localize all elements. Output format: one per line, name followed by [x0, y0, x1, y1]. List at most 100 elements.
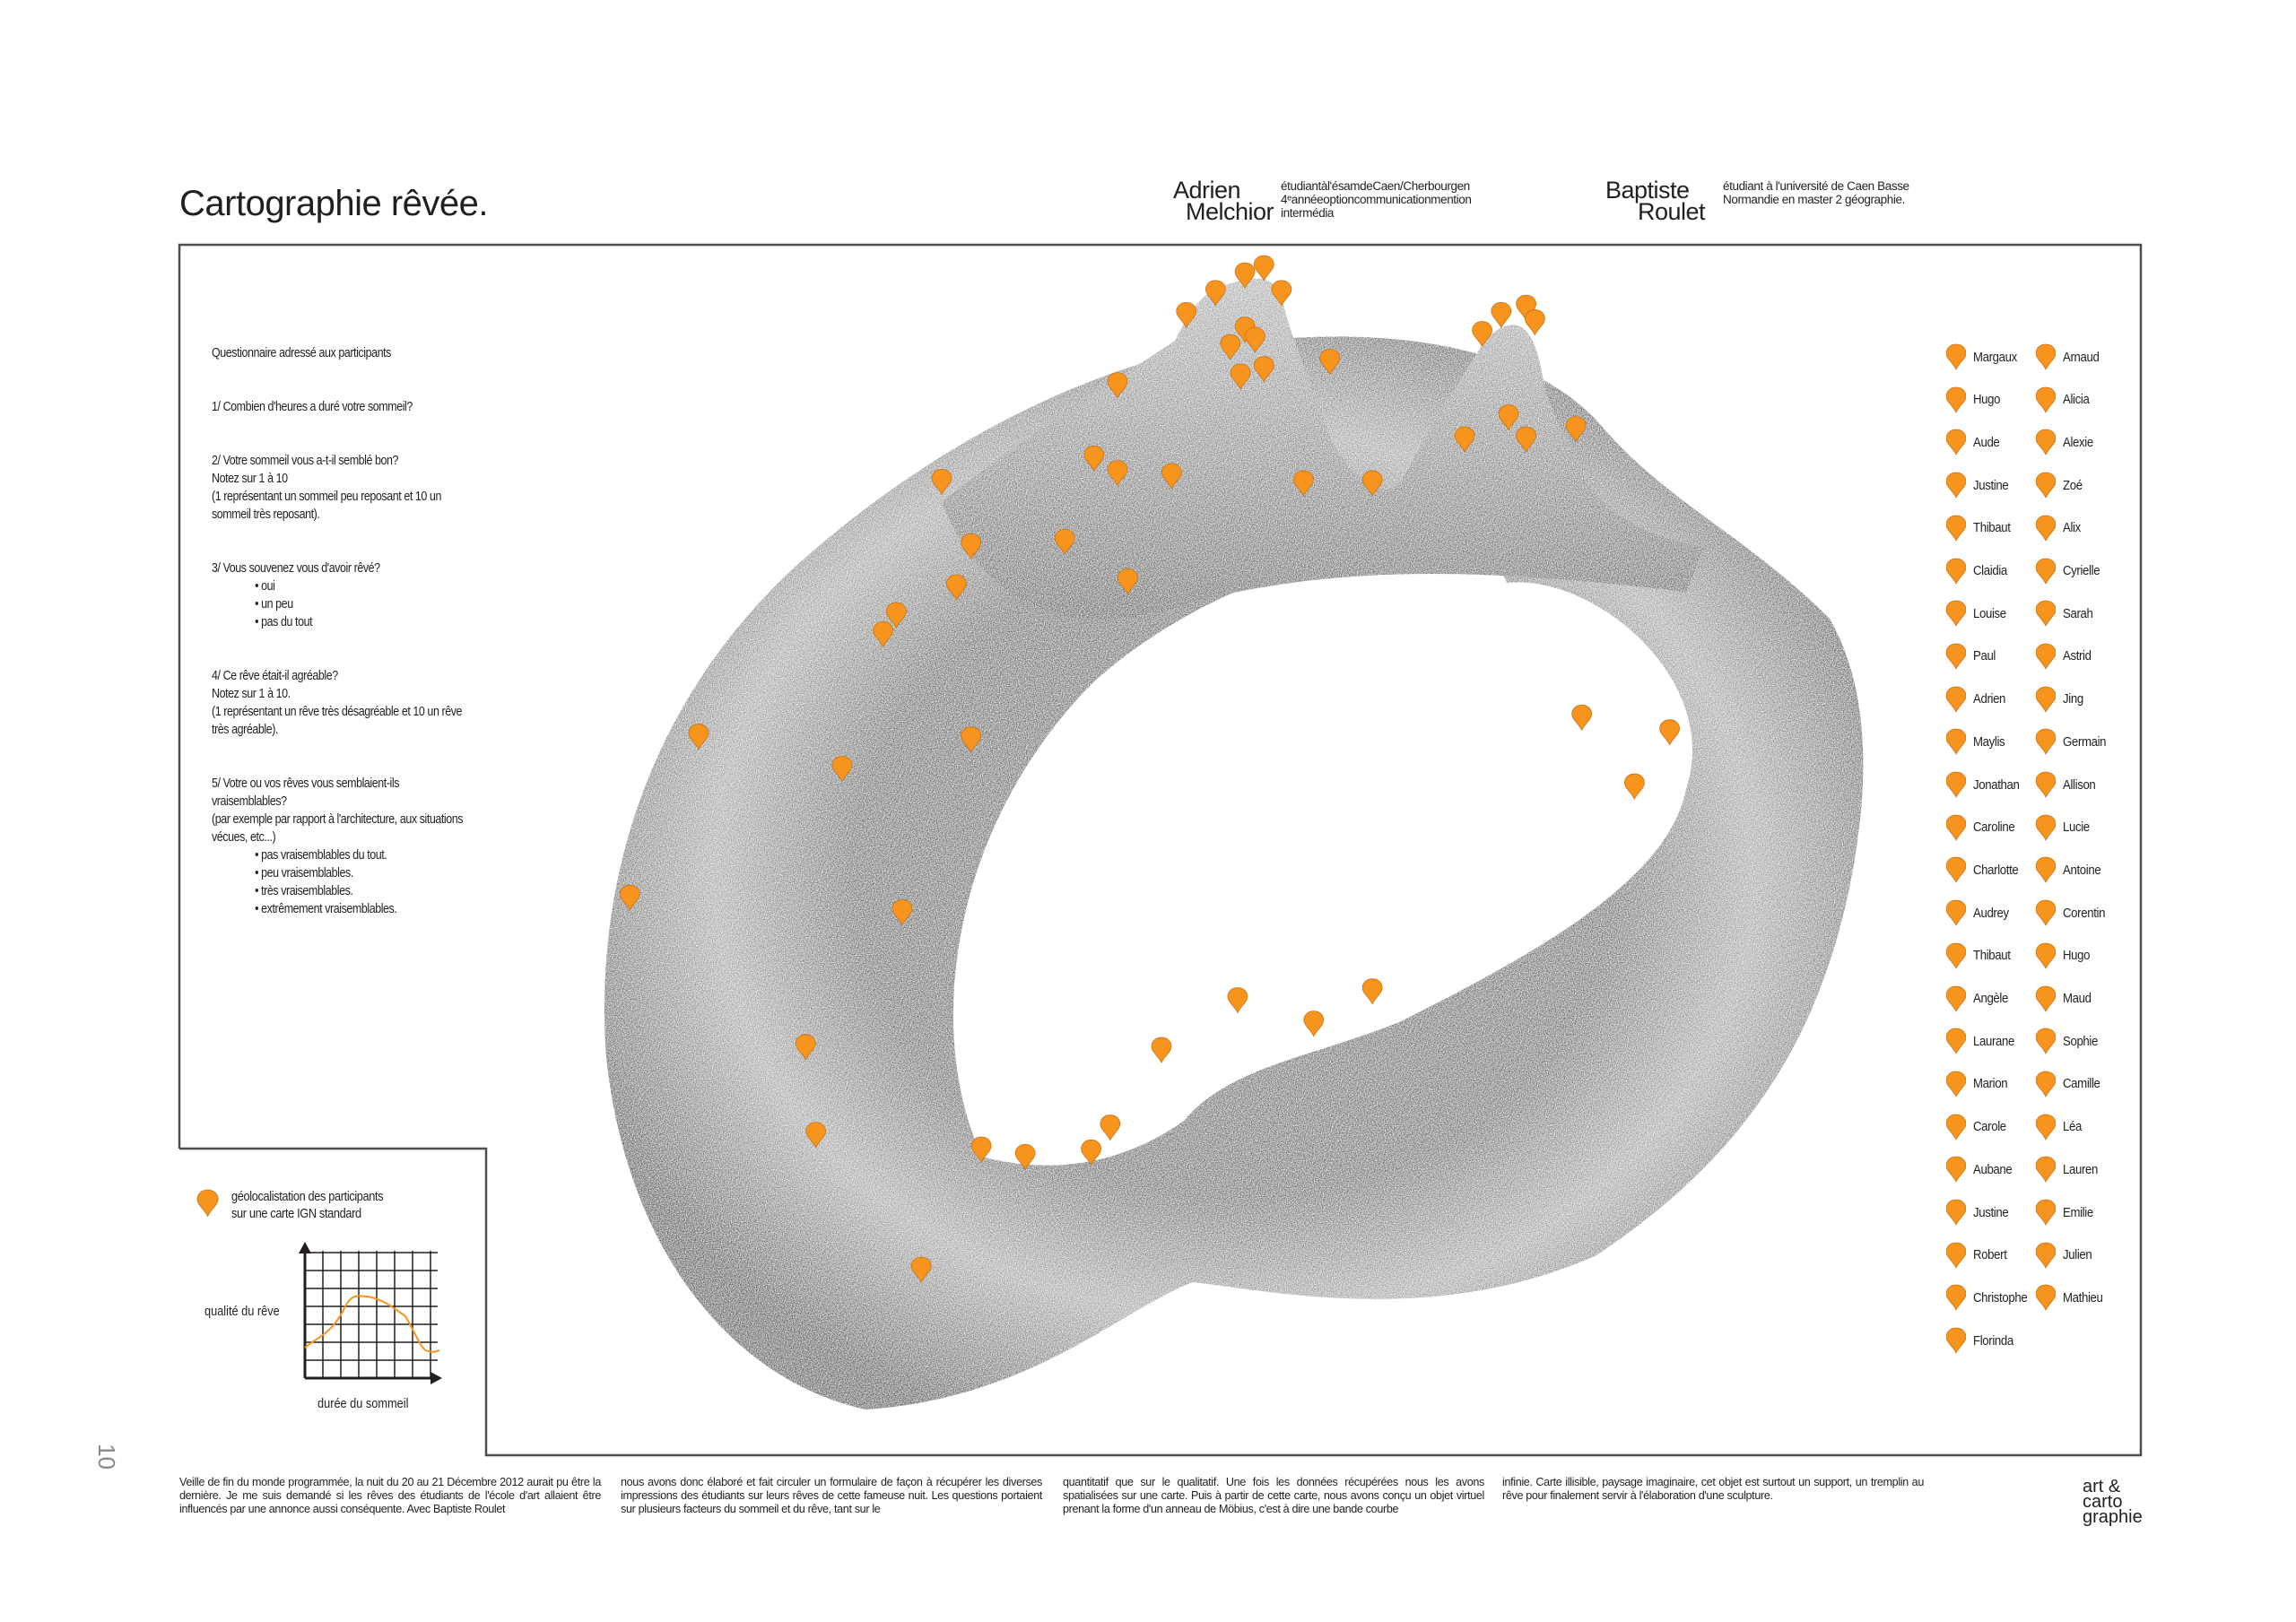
participant-name: Alexie	[2063, 434, 2093, 450]
participant-name: Léa	[2063, 1119, 2082, 1135]
participant-item: Margaux	[1946, 343, 2023, 370]
map-pin-icon	[2036, 942, 2056, 969]
map-pin-icon	[1205, 280, 1226, 307]
map-pin-icon	[1491, 301, 1512, 329]
question-note: Notez sur 1 à 10.	[212, 687, 291, 701]
author-name-adrien-melchior: Adrien Melchior	[1173, 177, 1274, 224]
author-first-name: Baptiste	[1605, 177, 1690, 204]
author-first-name: Adrien	[1173, 177, 1241, 204]
map-pin-icon	[1946, 558, 1966, 585]
participant-name: Astrid	[2063, 648, 2092, 664]
legend-x-label: durée du sommeil	[317, 1397, 409, 1411]
map-pin-icon	[931, 469, 952, 496]
map-pin-icon	[1161, 463, 1182, 490]
map-pin-icon	[2036, 856, 2056, 884]
participant-name: Germain	[2063, 733, 2107, 750]
option: peu vraisemblables.	[255, 864, 474, 882]
participant-name: Sarah	[2063, 605, 2093, 621]
map-pin-icon	[2036, 1284, 2056, 1312]
legend-line: sur une carte IGN standard	[231, 1207, 361, 1221]
participant-item: Audrey	[1946, 899, 2013, 926]
participant-name: Robert	[1973, 1247, 2007, 1263]
participant-name: Thibaut	[1973, 948, 2011, 964]
question-3: 3/ Vous souvenez vous d'avoir rêvé? oui …	[212, 559, 474, 631]
map-pin-icon	[1946, 643, 1966, 670]
participant-name: Paul	[1973, 648, 1996, 664]
map-pin-icon	[1946, 1199, 1966, 1226]
map-pin-icon	[2036, 558, 2056, 585]
map-pin-icon	[2036, 1071, 2056, 1097]
participant-name: Sophie	[2063, 1033, 2098, 1049]
participant-item: Jing	[2036, 686, 2086, 713]
participant-item: Mathieu	[2036, 1284, 2109, 1312]
map-pin-icon	[1234, 317, 1256, 343]
participant-name: Charlotte	[1973, 862, 2019, 878]
map-pin-icon	[1361, 470, 1383, 497]
map-pin-icon	[1253, 255, 1274, 282]
map-pin-icon	[619, 884, 640, 912]
map-pin-icon	[2036, 1028, 2056, 1055]
map-pin-icon	[1516, 426, 1536, 453]
map-pin-icon	[1472, 321, 1492, 348]
participant-item: Robert	[1946, 1242, 2012, 1269]
map-pin-icon	[910, 1256, 932, 1283]
map-pin-icon	[831, 756, 853, 783]
mobius-ring	[604, 278, 1864, 1410]
map-pin-icon	[961, 726, 982, 753]
option: extrêmement vraisemblables.	[255, 900, 474, 918]
participant-name: Louise	[1973, 605, 2006, 621]
map-pin-icon	[2036, 1156, 2056, 1184]
question-detail: (1 représentant un sommeil peu reposant …	[212, 490, 441, 522]
question-detail: (1 représentant un rêve très désagréable…	[212, 705, 463, 737]
author-description: étudiant à l'université de Caen Basse No…	[1723, 179, 1909, 206]
map-pin-icon	[2036, 1199, 2056, 1226]
map-pin-icon	[1081, 1139, 1101, 1167]
participant-item: Camille	[2036, 1071, 2105, 1097]
participant-item: Hugo	[1946, 386, 2004, 413]
map-pin-icon	[1946, 728, 1966, 756]
map-pin-icon	[2036, 814, 2056, 841]
map-pin-icon	[1946, 686, 1966, 713]
participant-item: Lauren	[2036, 1156, 2102, 1184]
map-pin-icon	[2036, 600, 2056, 628]
map-pin-icon	[1271, 280, 1292, 307]
participant-item: Corentin	[2036, 899, 2111, 926]
question-1: 1/ Combien d'heures a duré votre sommeil…	[212, 400, 413, 414]
map-pin-icon	[1176, 301, 1197, 329]
legend-pin-label: géolocalistation des participants sur un…	[231, 1189, 384, 1223]
participant-item: Astrid	[2036, 643, 2095, 670]
participant-name: Justine	[1973, 1204, 2009, 1220]
body-text-column-4: infinie. Carte illisible, paysage imagin…	[1502, 1476, 1924, 1502]
participant-name: Maud	[2063, 991, 2092, 1006]
participant-name: Hugo	[1973, 392, 2001, 408]
logo-line: carto	[2083, 1492, 2123, 1512]
participant-name: Audrey	[1973, 905, 2009, 921]
participant-name: Marion	[1973, 1076, 2008, 1092]
option: oui	[255, 577, 474, 595]
map-pin-icon	[2036, 472, 2056, 499]
map-pin-icon	[1946, 1284, 1966, 1312]
body-text-column-1: Veille de fin du monde programmée, la nu…	[179, 1476, 601, 1515]
question-text: 3/ Vous souvenez vous d'avoir rêvé?	[212, 561, 380, 576]
map-pin-icon	[1292, 470, 1314, 497]
map-pin-icon	[1946, 1327, 1966, 1354]
participant-name: Carole	[1973, 1119, 2006, 1135]
map-pin-icon	[2036, 728, 2056, 756]
map-pin-icon	[1946, 1028, 1966, 1055]
participant-name: Laurane	[1973, 1033, 2014, 1049]
map-pin-icon	[1946, 985, 1966, 1012]
map-pin-icon	[1946, 1156, 1966, 1184]
participant-item: Antoine	[2036, 856, 2106, 884]
body-text-column-3: quantitatif que sur le qualitatif. Une f…	[1063, 1476, 1484, 1515]
map-pin-icon	[1245, 326, 1265, 353]
legend-inset-chart	[299, 1242, 442, 1384]
participant-item: Germain	[2036, 728, 2112, 756]
map-pin-icon	[1946, 771, 1966, 798]
participant-name: Lauren	[2063, 1161, 2098, 1177]
participant-name: Justine	[1973, 477, 2009, 493]
participant-item: Aubane	[1946, 1156, 2017, 1184]
author-last-name: Roulet	[1638, 198, 1706, 225]
participant-item: Justine	[1946, 472, 2013, 499]
map-pin-icon	[1946, 1071, 1966, 1097]
participant-item: Charlotte	[1946, 856, 2024, 884]
